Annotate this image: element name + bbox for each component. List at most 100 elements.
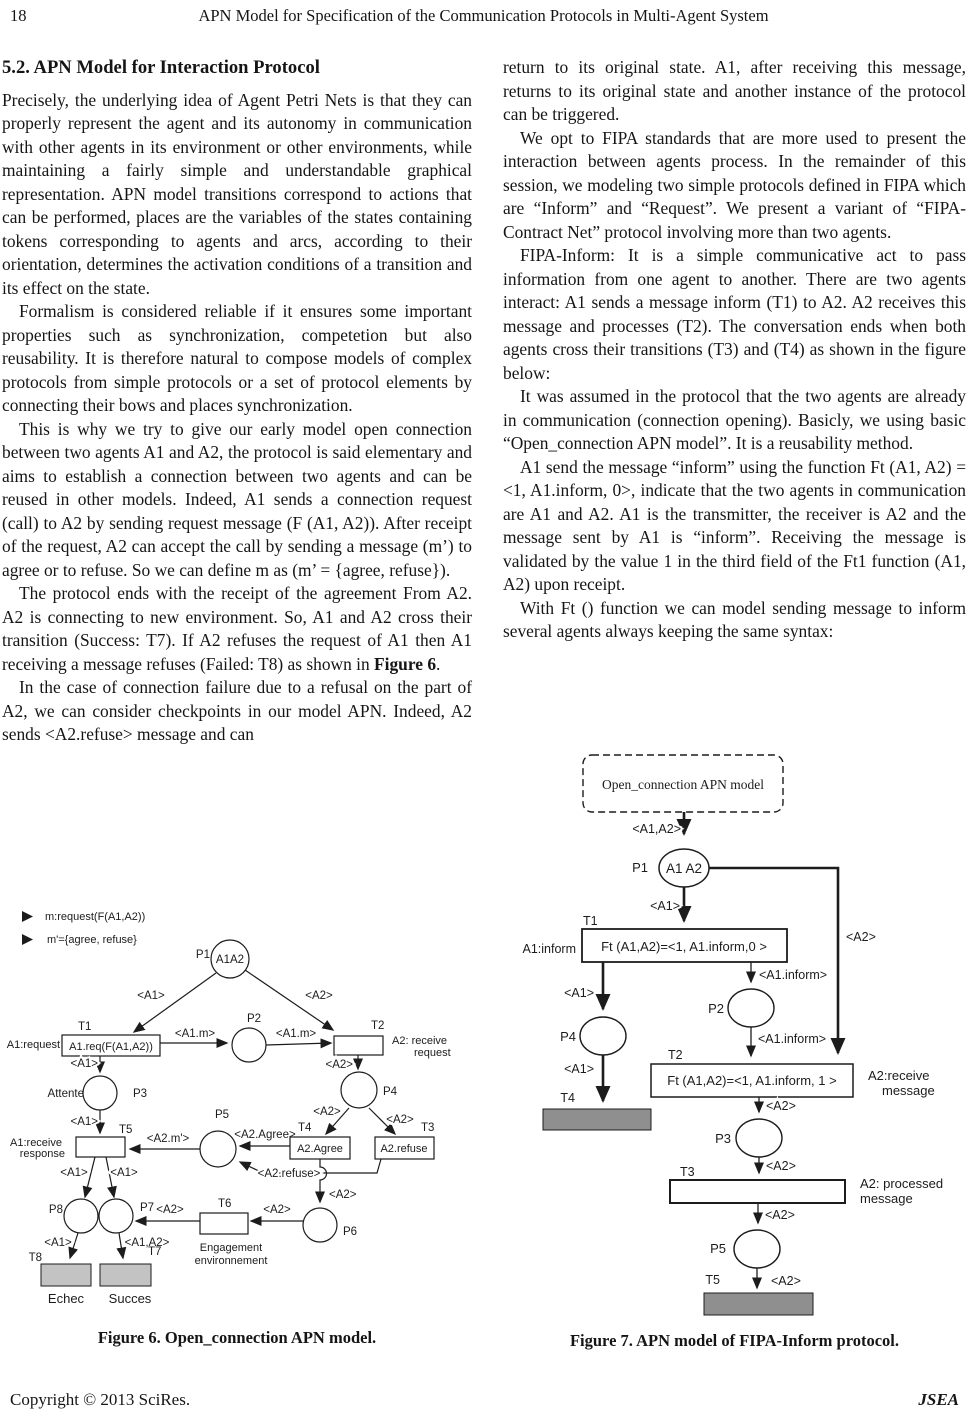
subnet-box (582, 754, 784, 813)
place-p5 (733, 1229, 781, 1269)
arc-label: <A2> (386, 1114, 414, 1126)
place-p5-label: P5 (710, 1241, 726, 1256)
arc-t5-p8 (82, 1156, 96, 1199)
place-p3 (82, 1075, 118, 1111)
transition-t8-name: Echec (48, 1291, 85, 1306)
place-p1-label: P1 (632, 860, 648, 875)
transition-t2-expr: Ft (A1,A2)=<1, A1.inform, 1 > (667, 1073, 836, 1088)
arc-label: <A2> (765, 1208, 795, 1222)
paragraph: Formalism is considered reliable if it e… (2, 301, 472, 415)
transition-t4 (542, 1108, 652, 1131)
transition-t3-label: T3 (680, 1165, 695, 1179)
transition-t6-label: T6 (218, 1198, 231, 1210)
paragraph: This is why we try to give our early mod… (2, 418, 472, 580)
arc-p1-t1 (132, 972, 217, 1033)
transition-t4-label: T4 (298, 1122, 312, 1134)
transition-t2-label: T2 (668, 1048, 683, 1062)
legend-bullet-icon (22, 934, 33, 945)
transition-t5-label: T5 (119, 1124, 132, 1136)
paragraph: We opt to FIPA standards that are more u… (503, 127, 966, 242)
transition-t1 (61, 1034, 161, 1057)
arc-label: <A2.Agree> (234, 1129, 296, 1141)
place-p5-label: P5 (215, 1109, 229, 1121)
place-p1-tokens: A1A2 (216, 954, 244, 966)
transition-t5-name: response (20, 1148, 65, 1160)
place-p7-label: P7 (140, 1202, 154, 1214)
place-p3-label: P3 (133, 1088, 147, 1100)
right-column: return to its original state. A1, after … (503, 56, 966, 644)
transition-t4-expr: A2.Agree (297, 1143, 343, 1155)
arc-p1-t2 (709, 866, 846, 1055)
transition-t2-name: A2: receive (392, 1035, 447, 1047)
figure6-petri-net-diagram: m:request(F(A1,A2)) m'={agree, refuse} A… (7, 911, 451, 1306)
arc-label: <A2.m'> (147, 1133, 190, 1145)
paragraph: return to its original state. A1, after … (503, 57, 966, 124)
place-p3-label: P3 (715, 1131, 731, 1146)
arc-label: <A2> (766, 1159, 796, 1173)
transition-t5-name: A1:receive (10, 1137, 62, 1149)
arc-label: <A1> (110, 1167, 138, 1179)
journal-abbreviation: JSEA (918, 1390, 959, 1409)
arc-t5-p7 (105, 1156, 117, 1199)
arc-label: <A1> (71, 1116, 99, 1128)
place-p4 (340, 1071, 378, 1109)
place-p5 (199, 1130, 237, 1168)
arc-label: <A1,A2> (125, 1237, 170, 1249)
arc-t4-p6 (315, 1159, 328, 1204)
arc-label: <A2> (313, 1106, 341, 1118)
transition-t7-label: T7 (148, 1246, 161, 1258)
arc-p1-t2 (244, 969, 335, 1031)
transition-t3 (374, 1136, 435, 1160)
transition-t2-name: A2:receive (868, 1068, 929, 1083)
arc-label: <A1.m> (276, 1028, 317, 1040)
legend-item: m'={agree, refuse} (47, 934, 137, 946)
paragraph: The protocol ends with the receipt of th… (2, 582, 472, 676)
place-p7 (98, 1198, 134, 1234)
transition-t2-name: request (414, 1047, 451, 1059)
place-p2-label: P2 (708, 1001, 724, 1016)
transition-t5 (75, 1136, 126, 1158)
transition-t5-label: T5 (705, 1273, 720, 1287)
transition-t3-name: A2: processed (860, 1176, 943, 1191)
arc-label: <A1.inform> (758, 1032, 826, 1046)
paragraph-text: . (436, 653, 441, 674)
place-p4 (579, 1016, 627, 1056)
place-p2 (727, 988, 775, 1028)
arc-label: <A2> (766, 1099, 796, 1113)
arc-label: <A1> (564, 986, 594, 1000)
copyright-notice: Copyright © 2013 SciRes. (10, 1390, 191, 1409)
place-p1 (210, 939, 250, 979)
place-p8-label: P8 (49, 1204, 63, 1216)
transition-t6 (199, 1212, 249, 1235)
running-title: APN Model for Specification of the Commu… (198, 6, 769, 25)
transition-t2-name: message (882, 1083, 935, 1098)
arc-p2-t2 (265, 1038, 333, 1049)
transition-t2-label: T2 (371, 1020, 384, 1032)
subnet-box-title: Open_connection APN model (602, 777, 764, 792)
legend-bullet-icon (22, 911, 33, 922)
arc-p8-t8 (68, 1232, 79, 1260)
transition-t2 (333, 1035, 384, 1056)
arc-label: <A2> (329, 1189, 357, 1201)
arc-label: <A1> (44, 1237, 72, 1249)
figure7-caption: Figure 7. APN model of FIPA-Inform proto… (569, 1331, 900, 1350)
page-number: 18 (10, 6, 27, 25)
paragraph: FIPA-Inform: It is a simple communicativ… (503, 245, 966, 383)
arc-label: <A2> (846, 930, 876, 944)
place-p6 (302, 1207, 338, 1243)
place-p3 (735, 1118, 783, 1158)
arc-label: <A1.m> (175, 1028, 216, 1040)
arc-label: <A1> (71, 1058, 99, 1070)
transition-t1-label: T1 (583, 914, 598, 928)
paragraph: It was assumed in the protocol that the … (503, 386, 966, 453)
transition-t2 (650, 1063, 854, 1098)
figure-reference: Figure 6 (374, 653, 437, 674)
transition-t8 (40, 1263, 92, 1287)
transition-t3-name: message (860, 1191, 913, 1206)
transition-t7 (99, 1263, 152, 1287)
arc-label: <A1> (60, 1167, 88, 1179)
place-p1-tokens: A1 A2 (666, 861, 702, 876)
transition-t1 (581, 928, 788, 963)
place-p4-label: P4 (383, 1086, 398, 1098)
transition-t5 (703, 1292, 814, 1316)
